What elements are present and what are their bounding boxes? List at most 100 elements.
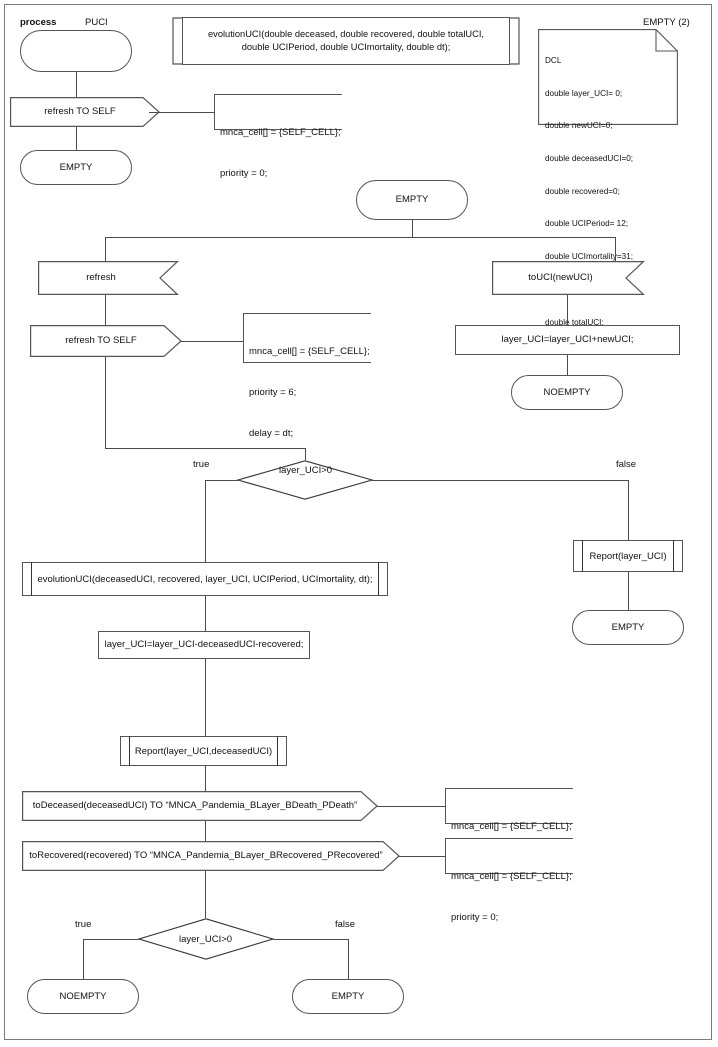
decision-bottom-true-label: true (75, 919, 92, 930)
connector-task-to-noempty (567, 355, 568, 375)
output-refresh-to-self-label: refresh TO SELF (65, 335, 137, 347)
page-border (4, 4, 712, 1040)
connector-true-down (205, 480, 206, 562)
connector-bottom-true-down (83, 939, 84, 979)
call-report-main-bar-left (129, 736, 130, 766)
task-add-uci[interactable]: layer_UCI=layer_UCI+newUCI; (455, 325, 680, 355)
call-report-main-bar-right (277, 736, 278, 766)
input-refresh[interactable]: refresh (38, 261, 164, 295)
call-evolution-bar-left (31, 562, 32, 596)
comment-deceased-line1: mnca_cell[] = {SELF_CELL}; (451, 820, 572, 832)
call-report-right-bar-left (582, 540, 583, 572)
call-evolution-bar-right (378, 562, 379, 596)
output-refresh-to-self[interactable]: refresh TO SELF (30, 325, 172, 357)
output-deceased[interactable]: toDeceased(deceasedUCI) TO “MNCA_Pandemi… (22, 791, 368, 821)
connector-report-to-empty-right (628, 572, 629, 610)
dcl-line-5: double UCImortality=31; (545, 252, 634, 262)
state-empty-top-label: EMPTY (59, 161, 93, 173)
comment-recovered-line1: mnca_cell[] = {SELF_CELL}; (451, 870, 572, 882)
output-refresh-to-self-top-shape (10, 97, 160, 127)
procedure-declaration-chevrons (172, 17, 520, 65)
connector-left-branch-down (105, 357, 106, 448)
connector-bottom-false (273, 939, 349, 940)
process-name-label: PUCI (85, 17, 108, 28)
dcl-title: DCL (545, 55, 562, 65)
process-keyword-label: process (20, 17, 57, 28)
dcl-line-7: double totalUCI; (545, 317, 604, 327)
call-evolution-label: evolutionUCI(deceasedUCI, recovered, lay… (37, 573, 373, 585)
call-evolution[interactable]: evolutionUCI(deceasedUCI, recovered, lay… (22, 562, 388, 596)
dcl-line-0: double layer_UCI= 0; (545, 88, 623, 98)
state-noempty-right[interactable]: NOEMPTY (511, 375, 623, 410)
input-refresh-shape (38, 261, 179, 296)
call-report-main-label: Report(layer_UCI,deceasedUCI) (134, 745, 273, 757)
state-noempty-bottom[interactable]: NOEMPTY (27, 979, 139, 1014)
call-evolution-rect (22, 562, 388, 596)
output-recovered-shape (22, 841, 400, 871)
connector-refresh-to-output (105, 295, 106, 325)
procedure-declaration: evolutionUCI(double deceased, double rec… (172, 17, 520, 65)
output-refresh-to-self-top-label: refresh TO SELF (44, 106, 116, 118)
connector-bottom-true (83, 939, 139, 940)
page-reference-label: EMPTY (2) (643, 17, 690, 28)
comment-recovered: mnca_cell[] = {SELF_CELL}; priority = 0; (445, 838, 573, 923)
task-subtract[interactable]: layer_UCI=layer_UCI-deceasedUCI-recovere… (98, 631, 310, 659)
connector-empty-main-down (412, 220, 413, 237)
connector-evolution-to-task (205, 596, 206, 631)
call-report-main-rect (120, 736, 287, 766)
output-recovered-label: toRecovered(recovered) TO “MNCA_Pandemia… (29, 850, 383, 862)
connector-output-to-comment-refresh (181, 341, 243, 342)
comment-refresh-line1: mnca_cell[] = {SELF_CELL}; (249, 345, 370, 357)
input-touci[interactable]: toUCI(newUCI) (492, 261, 629, 295)
connector-false-down (628, 480, 629, 540)
output-refresh-to-self-shape (30, 325, 182, 357)
comment-refresh-line2: priority = 6; (249, 386, 297, 398)
decision-bottom-condition: layer_UCI>0 (179, 934, 233, 945)
task-subtract-label: layer_UCI=layer_UCI-deceasedUCI-recovere… (104, 639, 304, 651)
state-empty-main-label: EMPTY (395, 194, 429, 206)
start-state[interactable] (20, 30, 132, 72)
output-recovered[interactable]: toRecovered(recovered) TO “MNCA_Pandemia… (22, 841, 390, 871)
dcl-line-3: double recovered=0; (545, 186, 620, 196)
call-report-right-rect (573, 540, 683, 572)
call-report-main[interactable]: Report(layer_UCI,deceasedUCI) (120, 736, 287, 766)
connector-start-to-refresh (76, 72, 77, 97)
dcl-line-1: double newUCI=0; (545, 121, 613, 131)
call-report-right[interactable]: Report(layer_UCI) (573, 540, 683, 572)
connector-left-branch-across (105, 448, 306, 449)
connector-decision-false (372, 480, 628, 481)
state-empty-main[interactable]: EMPTY (356, 180, 468, 220)
connector-into-decision-top (305, 448, 306, 460)
state-noempty-right-label: NOEMPTY (543, 386, 591, 398)
dcl-note: DCL double layer_UCI= 0; double newUCI=0… (541, 31, 677, 327)
connector-touci-to-task (567, 295, 568, 325)
state-empty-bottom[interactable]: EMPTY (292, 979, 404, 1014)
connector-task-to-report-main (205, 659, 206, 736)
state-noempty-bottom-label: NOEMPTY (59, 990, 107, 1002)
decision-bottom-shape (137, 918, 275, 960)
connector-deceased-to-comment (377, 806, 445, 807)
call-report-right-label: Report(layer_UCI) (589, 550, 667, 562)
comment-deceased: mnca_cell[] = {SELF_CELL}; priority = 0; (445, 788, 573, 873)
decision-top-true-label: true (193, 459, 210, 470)
decision-top-shape (236, 460, 374, 500)
connector-refresh-to-empty-top (76, 127, 77, 150)
input-refresh-label: refresh (86, 272, 116, 284)
branch-split-bar (105, 237, 615, 238)
comment-top: mnca_cell[] = {SELF_CELL}; priority = 0; (214, 94, 342, 179)
input-touci-label: toUCI(newUCI) (528, 272, 593, 284)
state-empty-right[interactable]: EMPTY (572, 610, 684, 645)
state-empty-top[interactable]: EMPTY (20, 150, 132, 185)
connector-recovered-to-comment (399, 856, 445, 857)
decision-top-condition: layer_UCI>0 (279, 465, 333, 476)
comment-refresh-line3: delay = dt; (249, 428, 294, 440)
state-empty-bottom-label: EMPTY (331, 990, 365, 1002)
procedure-declaration-body: evolutionUCI(double deceased, double rec… (182, 17, 510, 65)
output-refresh-to-self-top[interactable]: refresh TO SELF (10, 97, 150, 127)
connector-split-right (615, 237, 616, 261)
connector-deceased-to-recovered (205, 821, 206, 841)
procedure-declaration-text: evolutionUCI(double deceased, double rec… (208, 28, 484, 55)
output-deceased-shape (22, 791, 378, 821)
procdecl-line2: double UCIPeriod, double UCImortality, d… (241, 42, 451, 52)
task-add-uci-label: layer_UCI=layer_UCI+newUCI; (501, 334, 634, 346)
